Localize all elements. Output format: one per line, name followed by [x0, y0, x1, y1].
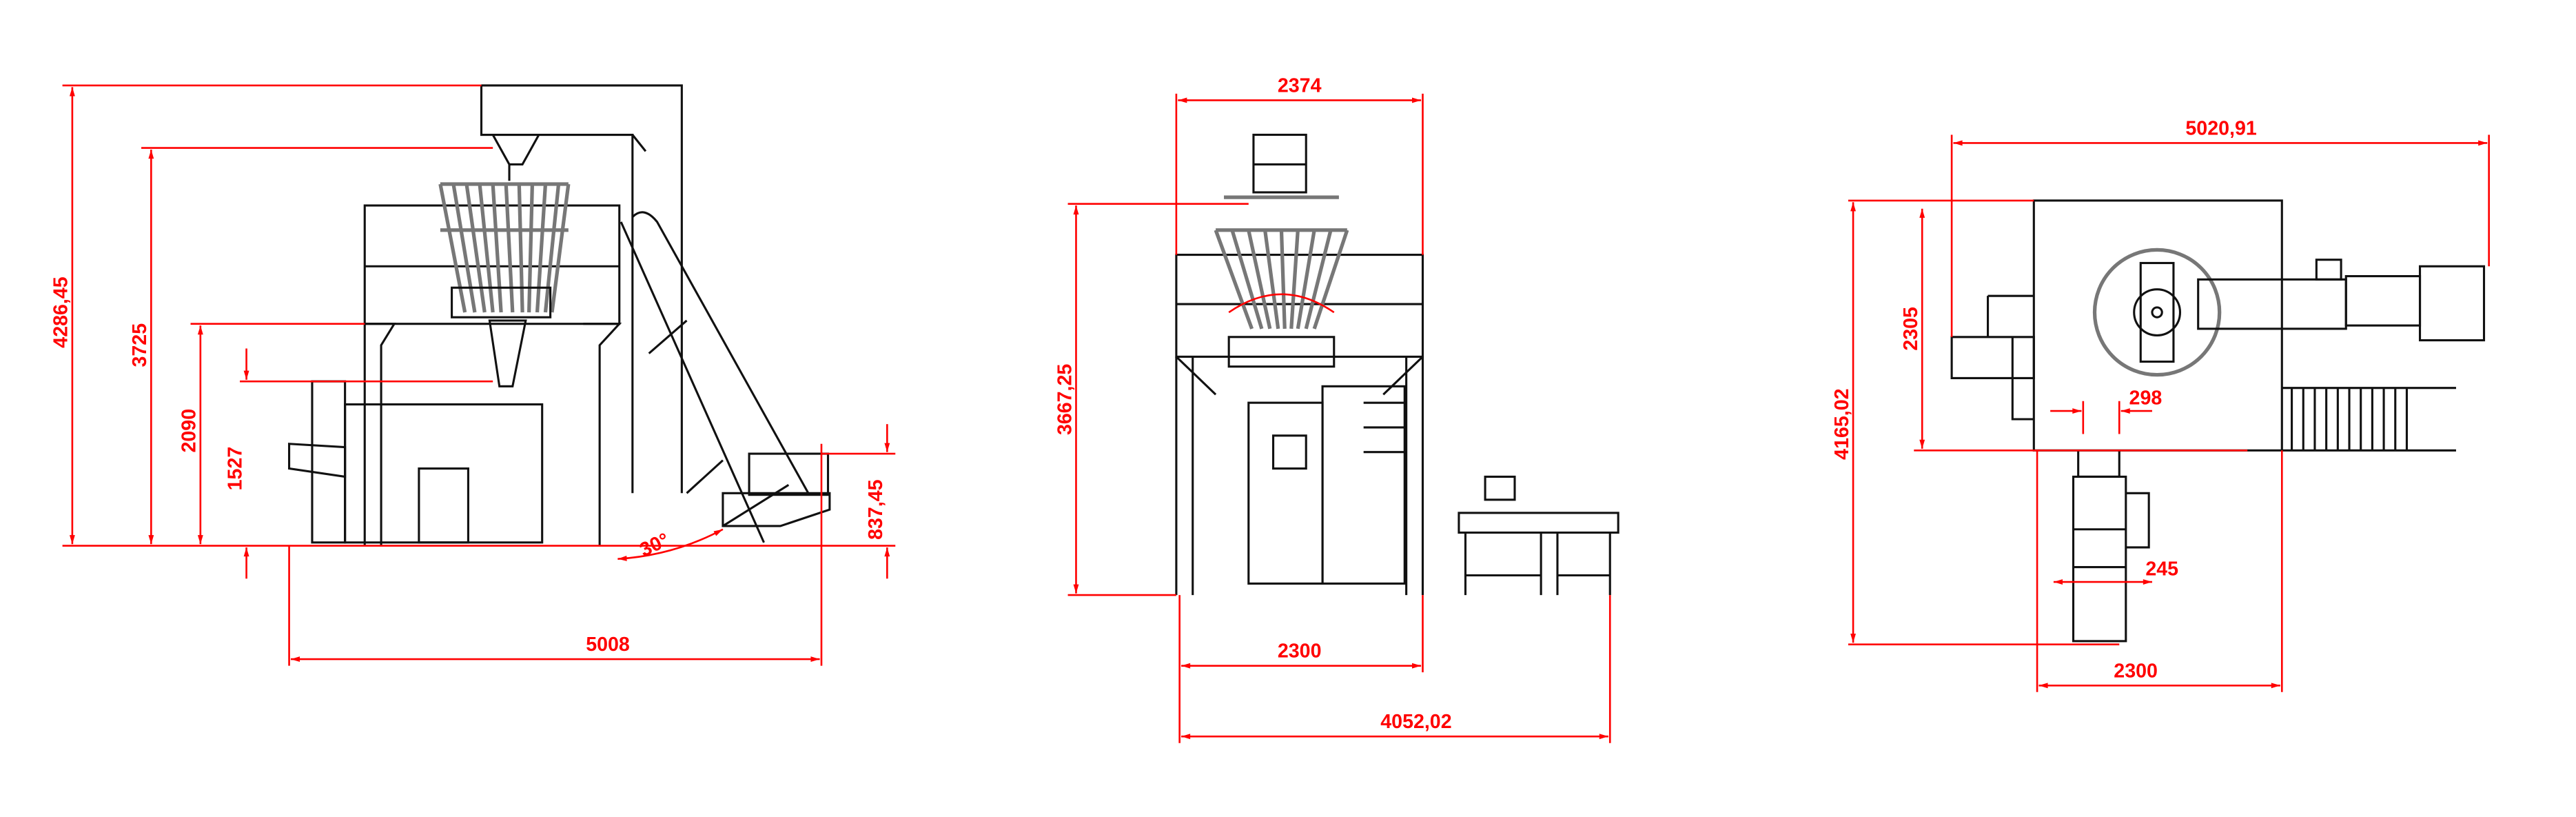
side-view-machine	[288, 84, 831, 546]
dim-front-total-width: 2374	[1278, 75, 1322, 97]
top-view: 5020,91 2305 4165,02 2300 298 245	[1831, 118, 2490, 692]
dim-top-platform-width: 2300	[2114, 660, 2158, 682]
dim-front-total-length: 4052,02	[1380, 711, 1451, 733]
top-view-machine	[1950, 199, 2486, 643]
dim-top-total-length: 5020,91	[2185, 118, 2256, 140]
dim-side-conveyor-height: 837,45	[865, 479, 887, 540]
stairs	[620, 211, 810, 543]
weigher-top-circle	[2092, 248, 2222, 377]
dim-side-total-height: 4286,45	[50, 276, 72, 347]
multihead-weigher-front	[1214, 195, 1349, 368]
outfeed-bin	[748, 452, 830, 496]
dim-top-platform-depth: 2305	[1900, 307, 1922, 351]
dim-top-conveyor-width: 245	[2145, 558, 2178, 581]
multihead-weigher	[438, 182, 571, 319]
stairs-top	[2282, 387, 2456, 452]
top-view-dimensions: 5020,91 2305 4165,02 2300 298 245	[1831, 118, 2490, 692]
checkweigher	[1458, 475, 1619, 596]
dim-side-total-length: 5008	[586, 634, 630, 656]
front-view-dimensions: 2374 3667,25 2300 4052,02	[1054, 75, 1611, 743]
dim-front-total-height: 3667,25	[1054, 364, 1076, 435]
front-view: 2374 3667,25 2300 4052,02	[1054, 75, 1619, 743]
side-view: 4286,45 3725 2090 1527 5008 837,45 30°	[50, 84, 896, 666]
dim-front-platform-width: 2300	[1278, 641, 1322, 663]
dim-side-bagger-height: 1527	[224, 447, 246, 491]
front-view-machine	[1175, 133, 1619, 596]
dim-top-total-depth: 4165,02	[1831, 388, 1853, 459]
dim-top-discharge-width: 298	[2129, 387, 2163, 410]
dim-side-weigher-height: 3725	[129, 323, 151, 367]
dim-side-platform-height: 2090	[178, 409, 201, 453]
side-view-dimensions: 4286,45 3725 2090 1527 5008 837,45 30°	[50, 84, 896, 666]
